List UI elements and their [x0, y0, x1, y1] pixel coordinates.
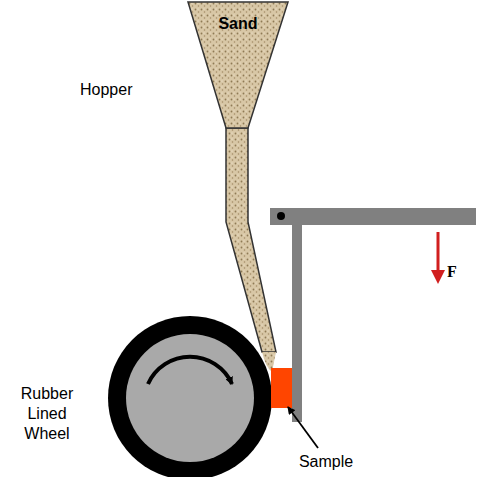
hopper-label: Hopper — [80, 80, 160, 100]
rotation-arrow — [148, 357, 232, 384]
sample-label: Sample — [296, 452, 356, 472]
force-arrow — [437, 232, 440, 272]
sample-leader — [288, 407, 318, 448]
wheel-hub — [126, 334, 254, 462]
hopper-content-label: Sand — [188, 14, 288, 33]
force-arrowhead — [431, 270, 445, 284]
lever-arm — [270, 208, 476, 225]
sample-block — [271, 368, 292, 408]
lever-upright — [292, 210, 302, 422]
force-label: F — [447, 262, 467, 282]
sand-chute — [226, 128, 276, 352]
hopper: Sand — [188, 2, 288, 130]
wheel-label: Rubber Lined Wheel — [4, 384, 90, 444]
rubber-lining — [108, 316, 272, 477]
pivot — [277, 212, 285, 220]
